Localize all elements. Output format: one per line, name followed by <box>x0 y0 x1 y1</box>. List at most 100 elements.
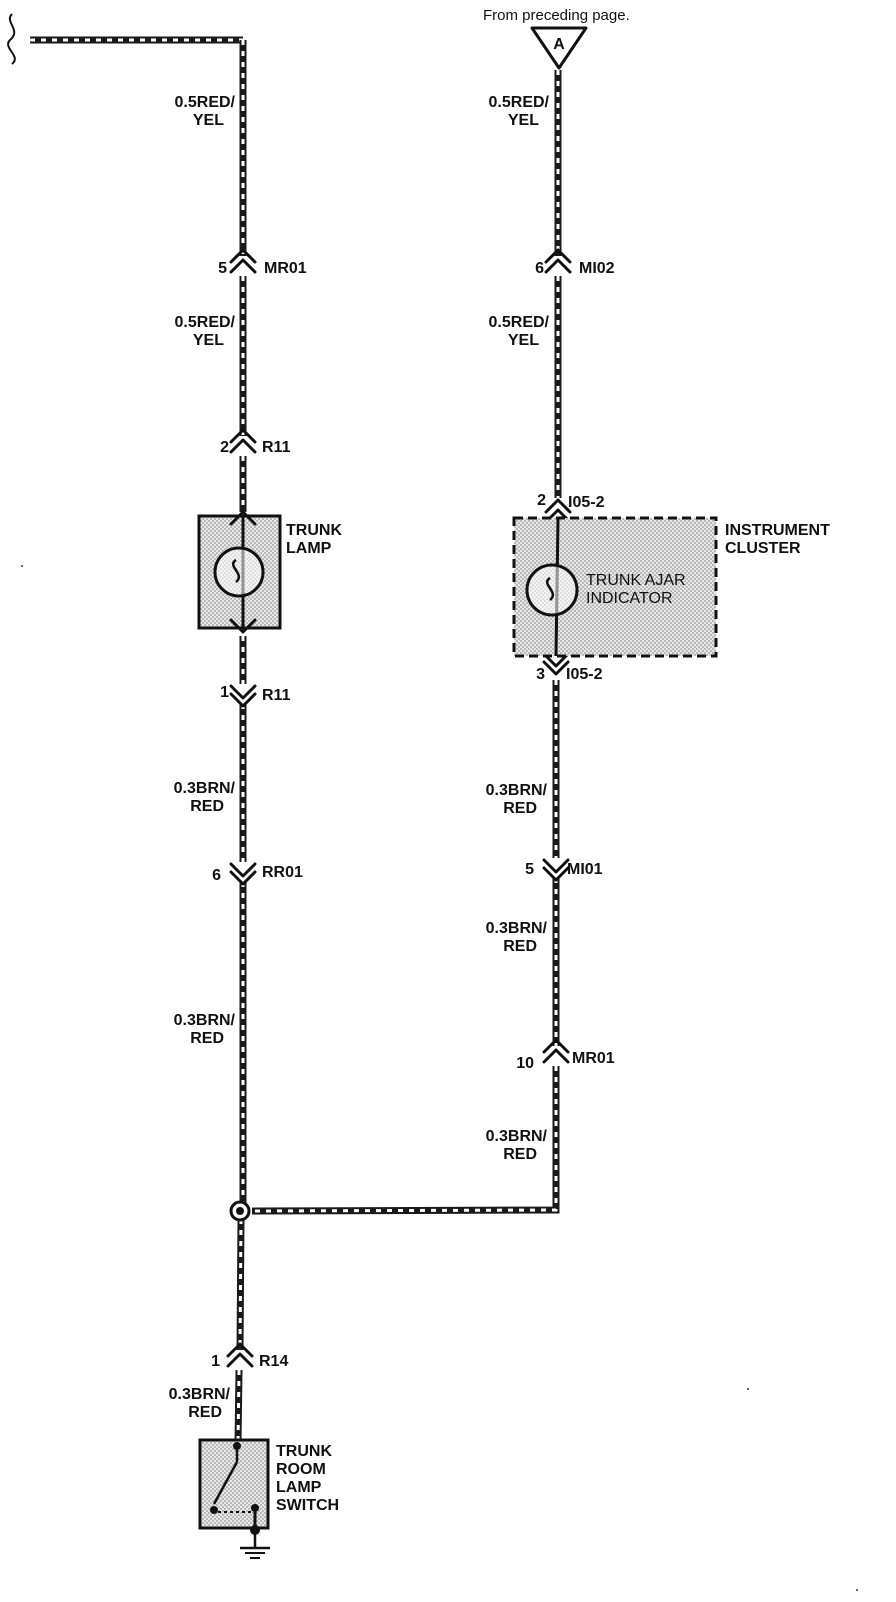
connector-label-i05-top: 2 I05-2 <box>537 492 604 511</box>
reference-triangle: A <box>530 26 588 70</box>
svg-text:MI01: MI01 <box>567 861 603 878</box>
trunk-room-lamp-switch <box>198 1438 270 1559</box>
connector-label-mr01-left: 5 MR01 <box>218 260 307 277</box>
connector-label-r14: 1 R14 <box>211 1353 288 1370</box>
svg-text:LAMP: LAMP <box>286 540 332 557</box>
svg-text:I05-2: I05-2 <box>566 666 603 683</box>
connector-r14-symbol <box>226 1342 254 1368</box>
connector-mr01-right-symbol <box>542 1038 570 1064</box>
stray-dot <box>21 565 23 567</box>
component-label-trunk-room-lamp-switch: TRUNK ROOM LAMP SWITCH <box>276 1443 339 1514</box>
svg-text:0.5RED/: 0.5RED/ <box>489 94 550 111</box>
connector-mr01-left-symbol <box>229 248 257 274</box>
svg-text:0.3BRN/: 0.3BRN/ <box>486 782 548 799</box>
svg-text:TRUNK: TRUNK <box>286 522 342 539</box>
instrument-cluster <box>512 516 718 658</box>
svg-text:6: 6 <box>212 867 221 884</box>
svg-text:0.3BRN/: 0.3BRN/ <box>174 780 236 797</box>
svg-text:MR01: MR01 <box>264 260 307 277</box>
stray-dot <box>747 1388 749 1390</box>
svg-text:YEL: YEL <box>193 332 224 349</box>
connector-label-mr01-right: 10 MR01 <box>516 1050 615 1072</box>
connector-rr01-symbol <box>229 862 257 886</box>
connector-r11-bottom-symbol <box>229 684 257 708</box>
svg-text:RED: RED <box>503 938 537 955</box>
svg-text:RED: RED <box>188 1404 222 1421</box>
connector-label-rr01: 6 RR01 <box>212 864 303 884</box>
svg-text:6: 6 <box>535 260 544 277</box>
wire-right-segment-5 <box>251 1066 560 1215</box>
wire-label-left-top-1: 0.5RED/ YEL <box>175 94 236 129</box>
lamp-bulb-icon <box>213 546 265 598</box>
svg-text:0.3BRN/: 0.3BRN/ <box>174 1012 236 1029</box>
connector-label-r11-top: 2 R11 <box>220 439 290 456</box>
svg-text:YEL: YEL <box>508 332 539 349</box>
svg-text:LAMP: LAMP <box>276 1479 322 1496</box>
wire-label-right-mid-2: 0.3BRN/ RED <box>486 920 548 955</box>
component-label-trunk-lamp: TRUNK LAMP <box>286 522 342 557</box>
stray-dot <box>856 1589 858 1591</box>
svg-text:10: 10 <box>516 1055 534 1072</box>
wire-left-segment-8 <box>234 1369 243 1445</box>
preceding-page-note: From preceding page. <box>483 7 630 24</box>
wire-left-segment-7 <box>236 1218 245 1351</box>
svg-text:I05-2: I05-2 <box>568 494 605 511</box>
connector-label-i05-bottom: 3 I05-2 <box>536 666 602 683</box>
connector-i05-bottom-symbol <box>542 652 570 676</box>
svg-text:1: 1 <box>220 684 229 701</box>
connector-label-mi02: 6 MI02 <box>535 260 615 277</box>
switch-contact-icon <box>212 1461 239 1505</box>
splice-junction <box>229 1200 251 1222</box>
wire-label-left-mid-2: 0.3BRN/ RED <box>174 1012 236 1047</box>
svg-text:R11: R11 <box>262 687 291 704</box>
connector-mi01-symbol <box>542 858 570 882</box>
svg-text:0.3BRN/: 0.3BRN/ <box>169 1386 231 1403</box>
svg-text:5: 5 <box>218 260 227 277</box>
svg-text:2: 2 <box>537 492 546 509</box>
svg-text:RED: RED <box>190 1030 224 1047</box>
svg-text:R11: R11 <box>262 439 291 456</box>
svg-text:RED: RED <box>190 798 224 815</box>
svg-text:YEL: YEL <box>508 112 539 129</box>
component-label-instrument-cluster: INSTRUMENT CLUSTER <box>725 522 830 557</box>
svg-text:5: 5 <box>525 861 534 878</box>
svg-text:RED: RED <box>503 1146 537 1163</box>
svg-text:RR01: RR01 <box>262 864 303 881</box>
svg-text:MR01: MR01 <box>572 1050 615 1067</box>
svg-text:CLUSTER: CLUSTER <box>725 540 801 557</box>
wire-label-left-mid-1: 0.3BRN/ RED <box>174 780 236 815</box>
svg-text:TRUNK: TRUNK <box>276 1443 332 1460</box>
wire-label-right-bottom: 0.3BRN/ RED <box>486 1128 548 1163</box>
wire-break-symbol <box>7 13 16 65</box>
svg-text:INSTRUMENT: INSTRUMENT <box>725 522 830 539</box>
svg-text:0.3BRN/: 0.3BRN/ <box>486 920 548 937</box>
ground-icon <box>240 1534 270 1559</box>
svg-text:ROOM: ROOM <box>276 1461 326 1478</box>
component-label-trunk-ajar-indicator: TRUNK AJAR INDICATOR <box>586 572 686 607</box>
wire-label-left-top-2: 0.5RED/ YEL <box>175 314 236 349</box>
svg-text:3: 3 <box>536 666 545 683</box>
connector-label-r11-bottom: 1 R11 <box>220 684 290 704</box>
svg-text:0.5RED/: 0.5RED/ <box>175 94 236 111</box>
svg-text:0.3BRN/: 0.3BRN/ <box>486 1128 548 1145</box>
svg-text:RED: RED <box>503 800 537 817</box>
reference-letter: A <box>553 36 565 53</box>
connector-mi02-symbol <box>544 248 572 274</box>
svg-text:0.5RED/: 0.5RED/ <box>489 314 550 331</box>
svg-text:INDICATOR: INDICATOR <box>586 590 673 607</box>
connector-r11-top-symbol <box>229 428 257 454</box>
svg-text:YEL: YEL <box>193 112 224 129</box>
wire-label-right-top-1: 0.5RED/ YEL <box>489 94 550 129</box>
wire-label-right-top-2: 0.5RED/ YEL <box>489 314 550 349</box>
wire-label-left-bottom: 0.3BRN/ RED <box>169 1386 231 1421</box>
svg-text:TRUNK AJAR: TRUNK AJAR <box>586 572 686 589</box>
svg-text:1: 1 <box>211 1353 220 1370</box>
svg-text:SWITCH: SWITCH <box>276 1497 339 1514</box>
wire-label-right-mid-1: 0.3BRN/ RED <box>486 782 548 817</box>
trunk-lamp <box>197 510 282 634</box>
svg-text:2: 2 <box>220 439 229 456</box>
svg-text:0.5RED/: 0.5RED/ <box>175 314 236 331</box>
connector-label-mi01: 5 MI01 <box>525 861 603 878</box>
